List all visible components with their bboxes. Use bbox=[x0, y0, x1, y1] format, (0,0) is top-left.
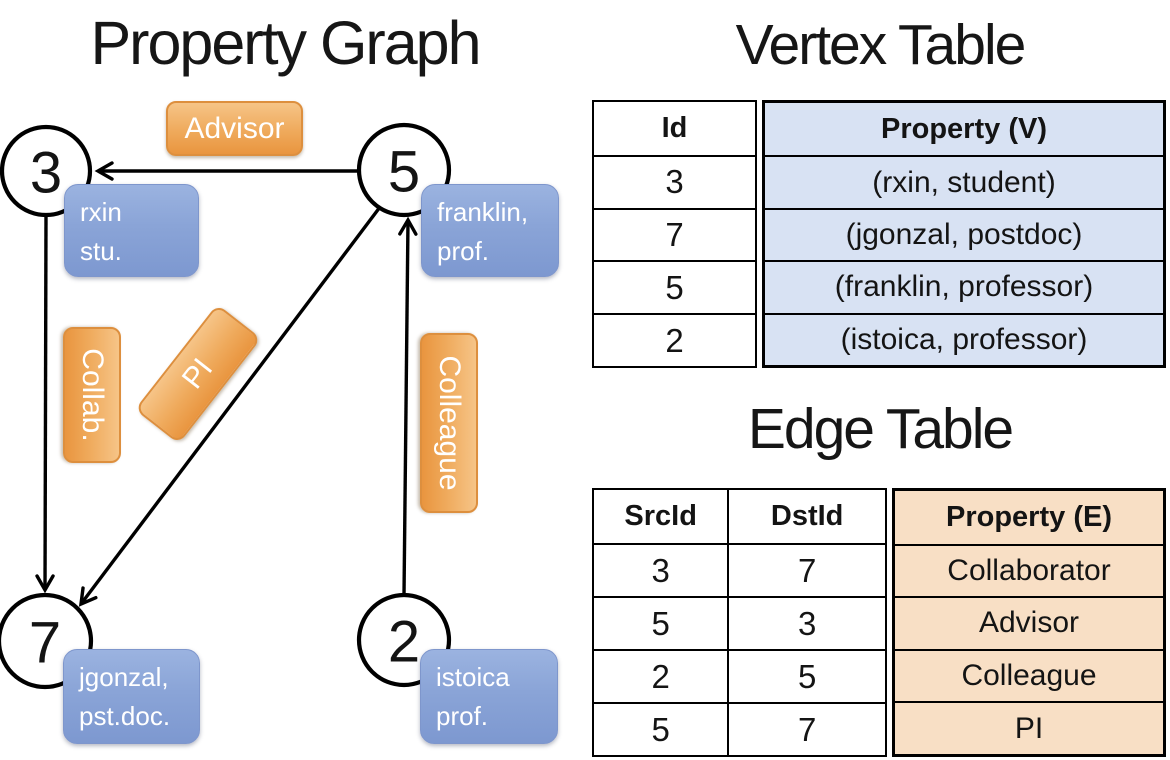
vertex-id-cell: 2 bbox=[594, 313, 755, 366]
vertex-property-line: prof. bbox=[436, 701, 489, 731]
vertex-property-box-2: istoica prof. bbox=[420, 649, 558, 744]
property-graph-canvas: 3 5 7 2 bbox=[0, 122, 452, 690]
vertex-property-line: franklin, bbox=[437, 197, 529, 227]
node-id-5: 5 bbox=[388, 140, 420, 205]
vertex-id-cell: 3 bbox=[594, 154, 755, 208]
vertex-table-title: Vertex Table bbox=[735, 13, 1027, 77]
vertex-table-property-column: Property (V) (rxin, student) (jgonzal, p… bbox=[762, 100, 1166, 368]
edge-dstid-cell: 5 bbox=[797, 657, 817, 695]
vertex-property-cell: (jgonzal, postdoc) bbox=[765, 207, 1163, 260]
edge-dstid-cell: 3 bbox=[797, 604, 817, 642]
vertex-table: Id 3 7 5 2 Property (V) (rxin, student) … bbox=[592, 100, 1166, 368]
edge-property-cell: Collaborator bbox=[895, 543, 1163, 597]
node-id-3: 3 bbox=[30, 141, 62, 206]
edge-srcid-cell: 5 bbox=[594, 598, 730, 649]
edge-table-header-srcid: SrcId bbox=[594, 490, 730, 543]
edge-property-cell: Colleague bbox=[895, 648, 1163, 702]
vertex-property-line: rxin bbox=[80, 197, 122, 227]
edge-srcid-cell: 5 bbox=[594, 704, 730, 755]
edge-table-title: Edge Table bbox=[747, 397, 1014, 461]
vertex-property-line: istoica bbox=[436, 662, 510, 692]
vertex-table-header-property: Property (V) bbox=[881, 112, 1047, 145]
property-graph-title: Property Graph bbox=[90, 9, 481, 77]
edge-table-ids-columns: SrcId DstId 3 7 5 3 2 5 5 7 bbox=[592, 488, 887, 757]
edge-table-property-column: Property (E) Collaborator Advisor Collea… bbox=[892, 488, 1166, 757]
edge-table-header-property: Property (E) bbox=[946, 500, 1112, 533]
edge-dstid-cell: 7 bbox=[797, 710, 817, 748]
vertex-property-box-5: franklin, prof. bbox=[421, 184, 559, 277]
vertex-table-header-id: Id bbox=[661, 111, 688, 144]
vertex-id-cell: 5 bbox=[594, 260, 755, 313]
edge-3-7-collaborator bbox=[35, 214, 55, 594]
edge-label-collab: Collab. bbox=[63, 327, 121, 463]
edge-table-header-row: SrcId DstId bbox=[594, 490, 885, 543]
vertex-property-line: prof. bbox=[437, 236, 490, 266]
vertex-property-line: pst.doc. bbox=[79, 701, 171, 731]
node-id-7: 7 bbox=[29, 611, 61, 676]
edge-table-row: 2 5 bbox=[594, 649, 885, 702]
edge-srcid-cell: 2 bbox=[594, 651, 730, 702]
edge-table-row: 5 7 bbox=[594, 702, 885, 755]
edge-dstid-cell: 7 bbox=[797, 551, 817, 589]
vertex-property-cell: (rxin, student) bbox=[765, 155, 1163, 207]
edge-label-advisor: Advisor bbox=[166, 101, 303, 156]
edge-5-7-pi bbox=[78, 205, 382, 607]
vertex-property-cell: (istoica, professor) bbox=[765, 312, 1163, 365]
edge-property-cell: Advisor bbox=[895, 596, 1163, 649]
vertex-id-cell: 7 bbox=[594, 207, 755, 261]
node-id-2: 2 bbox=[388, 610, 420, 675]
edge-srcid-cell: 3 bbox=[594, 545, 730, 596]
edge-label-colleague: Colleague bbox=[420, 333, 478, 513]
edge-table-header-dstid: DstId bbox=[770, 500, 844, 532]
vertex-table-id-column: Id 3 7 5 2 bbox=[592, 100, 757, 368]
edge-property-cell: PI bbox=[895, 701, 1163, 754]
edge-2-5-colleague bbox=[398, 216, 418, 596]
vertex-property-line: stu. bbox=[80, 236, 122, 266]
vertex-property-line: jgonzal, bbox=[79, 662, 169, 692]
edge-table-row: 5 3 bbox=[594, 596, 885, 649]
vertex-property-box-7: jgonzal, pst.doc. bbox=[63, 649, 200, 744]
edge-table: SrcId DstId 3 7 5 3 2 5 5 7 Property (E)… bbox=[592, 488, 1166, 757]
edge-table-row: 3 7 bbox=[594, 543, 885, 596]
vertex-property-box-3: rxin stu. bbox=[64, 184, 199, 277]
vertex-property-cell: (franklin, professor) bbox=[765, 260, 1163, 312]
